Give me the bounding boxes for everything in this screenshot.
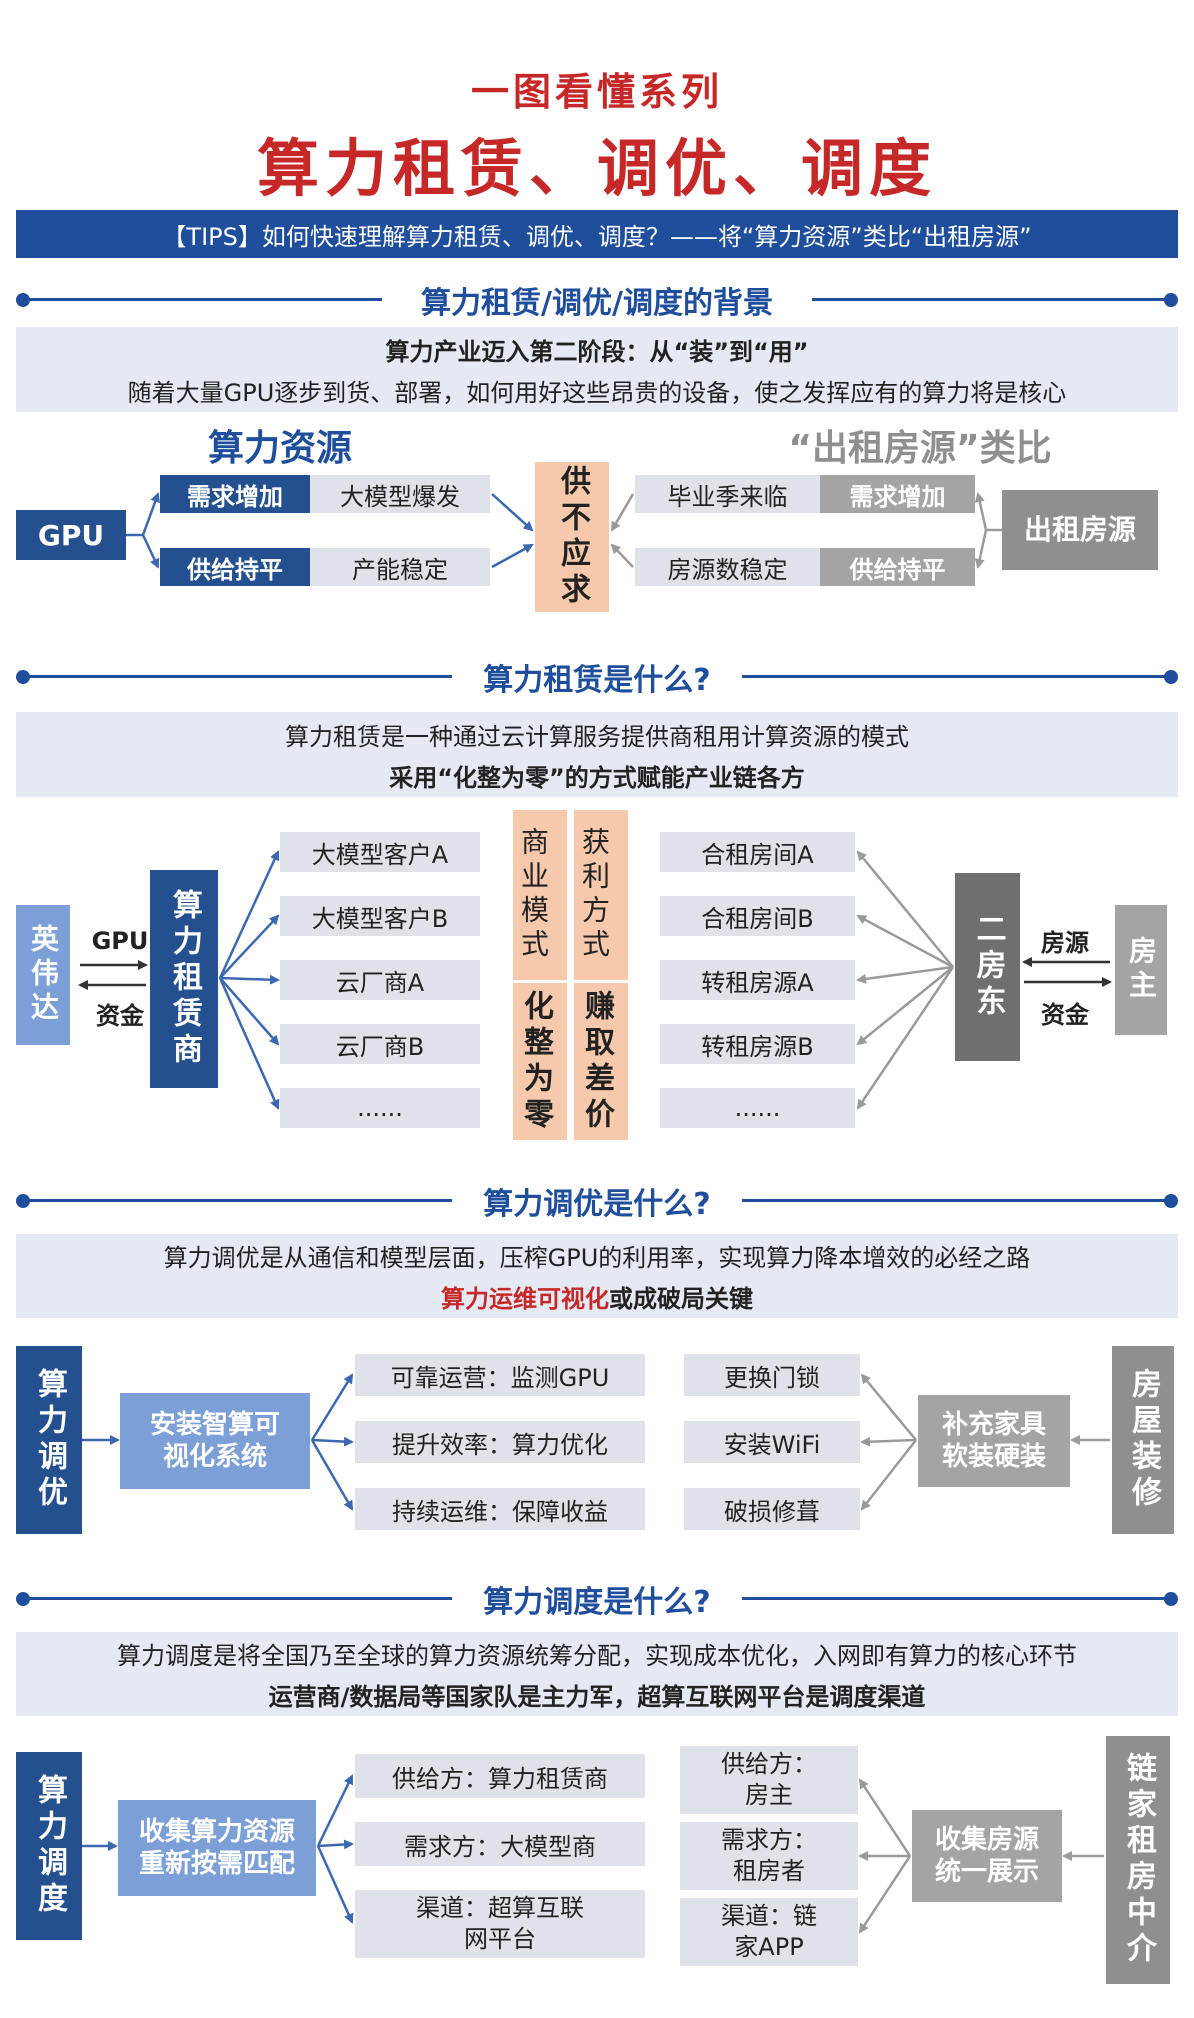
- section-dot-right: [1164, 670, 1178, 684]
- tuning-info-band: 算力调优是从通信和模型层面，压榨GPU的利用率，实现算力降本增效的必经之路 算力…: [16, 1234, 1178, 1318]
- fund-flow-label-right: 资金: [1041, 1000, 1089, 1029]
- section-dot-left: [16, 293, 30, 307]
- biz-model-label: 商业模式: [517, 827, 550, 963]
- house-party-box: 供给方：房主: [680, 1746, 858, 1814]
- profit-value: 赚取差价: [579, 989, 614, 1134]
- nvidia-box: 英伟达: [16, 905, 70, 1045]
- leasing-band-line1: 算力租赁是一种通过云计算服务提供商租用计算资源的模式: [285, 722, 909, 751]
- page-title: 算力租赁、调优、调度: [256, 132, 937, 205]
- scheduling-band-line1: 算力调度是将全国乃至全球的算力资源统筹分配，实现成本优化，入网即有算力的核心环节: [117, 1642, 1077, 1670]
- collect-house-box: 收集房源统一展示: [912, 1810, 1062, 1902]
- capacity-stable-box: 产能稳定: [310, 548, 490, 586]
- house-item-box: 破损修葺: [684, 1488, 860, 1530]
- house-item-box: 更换门锁: [684, 1354, 860, 1396]
- biz-model-value: 化整为零: [518, 989, 553, 1134]
- tuning-band-rest: 或成破局关键: [609, 1285, 753, 1313]
- demand-up-box: 需求增加: [160, 475, 310, 513]
- gpu-flow-label: GPU: [91, 927, 149, 955]
- tuning-band-line2: 算力运维可视化或成破局关键: [441, 1279, 753, 1314]
- scheduling-item-box: 渠道：超算互联网平台: [355, 1890, 645, 1958]
- compute-resource-title: 算力资源: [207, 428, 352, 469]
- house-party-box: 渠道：链家APP: [680, 1898, 858, 1966]
- room-box: 转租房源B: [660, 1024, 855, 1064]
- supply-flat-right-box: 供给持平: [820, 548, 975, 586]
- section-heading-tuning: 算力调优是什么?: [452, 1176, 742, 1226]
- tips-banner: 【TIPS】如何快速理解算力租赁、调优、调度？——将“算力资源”类比“出租房源”: [16, 210, 1178, 258]
- gpu-box: GPU: [16, 510, 126, 560]
- agency-box: 链家租房中介: [1106, 1736, 1170, 1984]
- room-box: ......: [660, 1088, 855, 1128]
- section-dot-left: [16, 1194, 30, 1208]
- client-box: 大模型客户B: [280, 896, 480, 936]
- biz-model-column: 商业模式 化整为零: [513, 810, 567, 1140]
- section-heading-leasing: 算力租赁是什么?: [452, 652, 742, 702]
- collect-resource-box: 收集算力资源重新按需匹配: [118, 1800, 316, 1896]
- room-box: 合租房间A: [660, 832, 855, 872]
- section-dot-left: [16, 670, 30, 684]
- tuning-item-box: 可靠运营：监测GPU: [355, 1354, 645, 1396]
- shortage-box: 供不应求: [535, 462, 609, 612]
- furnish-box: 补充家具软装硬装: [918, 1395, 1070, 1487]
- background-band-line2: 随着大量GPU逐步到货、部署，如何用好这些昂贵的设备，使之发挥应有的算力将是核心: [127, 378, 1067, 407]
- tuning-band-line1: 算力调优是从通信和模型层面，压榨GPU的利用率，实现算力降本增效的必经之路: [163, 1244, 1031, 1272]
- leasing-info-band: 算力租赁是一种通过云计算服务提供商租用计算资源的模式 采用“化整为零”的方式赋能…: [16, 712, 1178, 797]
- room-box: 合租房间B: [660, 896, 855, 936]
- divider: [513, 980, 567, 983]
- renovation-box: 房屋装修: [1112, 1346, 1174, 1534]
- client-box: 云厂商B: [280, 1024, 480, 1064]
- section-dot-right: [1164, 1194, 1178, 1208]
- section-heading-background: 算力租赁/调优/调度的背景: [382, 275, 812, 325]
- scheduling-item-box: 供给方：算力租赁商: [355, 1754, 645, 1798]
- owner-box: 房主: [1115, 905, 1167, 1035]
- client-box: 大模型客户A: [280, 832, 480, 872]
- demand-up-right-box: 需求增加: [820, 475, 975, 513]
- leasing-band-line2: 采用“化整为零”的方式赋能产业链各方: [389, 763, 805, 792]
- room-box: 转租房源A: [660, 960, 855, 1000]
- supply-flat-box: 供给持平: [160, 548, 310, 586]
- second-landlord-box: 二房东: [955, 873, 1020, 1061]
- install-system-box: 安装智算可视化系统: [120, 1393, 310, 1489]
- client-box: ......: [280, 1088, 480, 1128]
- house-flow-label: 房源: [1041, 928, 1089, 957]
- tuning-item-box: 提升效率：算力优化: [355, 1421, 645, 1463]
- background-info-band: 算力产业迈入第二阶段：从“装”到“用” 随着大量GPU逐步到货、部署，如何用好这…: [16, 327, 1178, 412]
- client-box: 云厂商A: [280, 960, 480, 1000]
- section-dot-right: [1164, 293, 1178, 307]
- background-band-line1: 算力产业迈入第二阶段：从“装”到“用”: [385, 337, 809, 366]
- housing-stable-box: 房源数稳定: [635, 548, 820, 586]
- tuning-item-box: 持续运维：保障收益: [355, 1488, 645, 1530]
- profit-column: 获利方式 赚取差价: [574, 810, 628, 1140]
- rental-analogy-title: “出租房源”类比: [788, 428, 1052, 469]
- scheduling-label-box: 算力调度: [16, 1752, 82, 1940]
- series-subtitle: 一图看懂系列: [470, 69, 723, 114]
- tuning-band-highlight: 算力运维可视化: [441, 1285, 609, 1313]
- divider: [574, 980, 628, 983]
- fund-flow-label: 资金: [96, 1001, 144, 1030]
- scheduling-item-box: 需求方：大模型商: [355, 1822, 645, 1866]
- lessor-box: 算力租赁商: [150, 870, 218, 1088]
- house-party-box: 需求方：租房者: [680, 1822, 858, 1890]
- scheduling-info-band: 算力调度是将全国乃至全球的算力资源统筹分配，实现成本优化，入网即有算力的核心环节…: [16, 1632, 1178, 1716]
- section-dot-right: [1164, 1592, 1178, 1606]
- graduation-box: 毕业季来临: [635, 475, 820, 513]
- house-item-box: 安装WiFi: [684, 1421, 860, 1463]
- profit-label: 获利方式: [578, 827, 611, 963]
- section-dot-left: [16, 1592, 30, 1606]
- llm-boom-box: 大模型爆发: [310, 475, 490, 513]
- scheduling-band-line2: 运营商/数据局等国家队是主力军，超算互联网平台是调度渠道: [268, 1683, 926, 1711]
- section-heading-scheduling: 算力调度是什么?: [452, 1574, 742, 1624]
- rental-source-box: 出租房源: [1002, 490, 1158, 570]
- tuning-label-box: 算力调优: [16, 1346, 82, 1534]
